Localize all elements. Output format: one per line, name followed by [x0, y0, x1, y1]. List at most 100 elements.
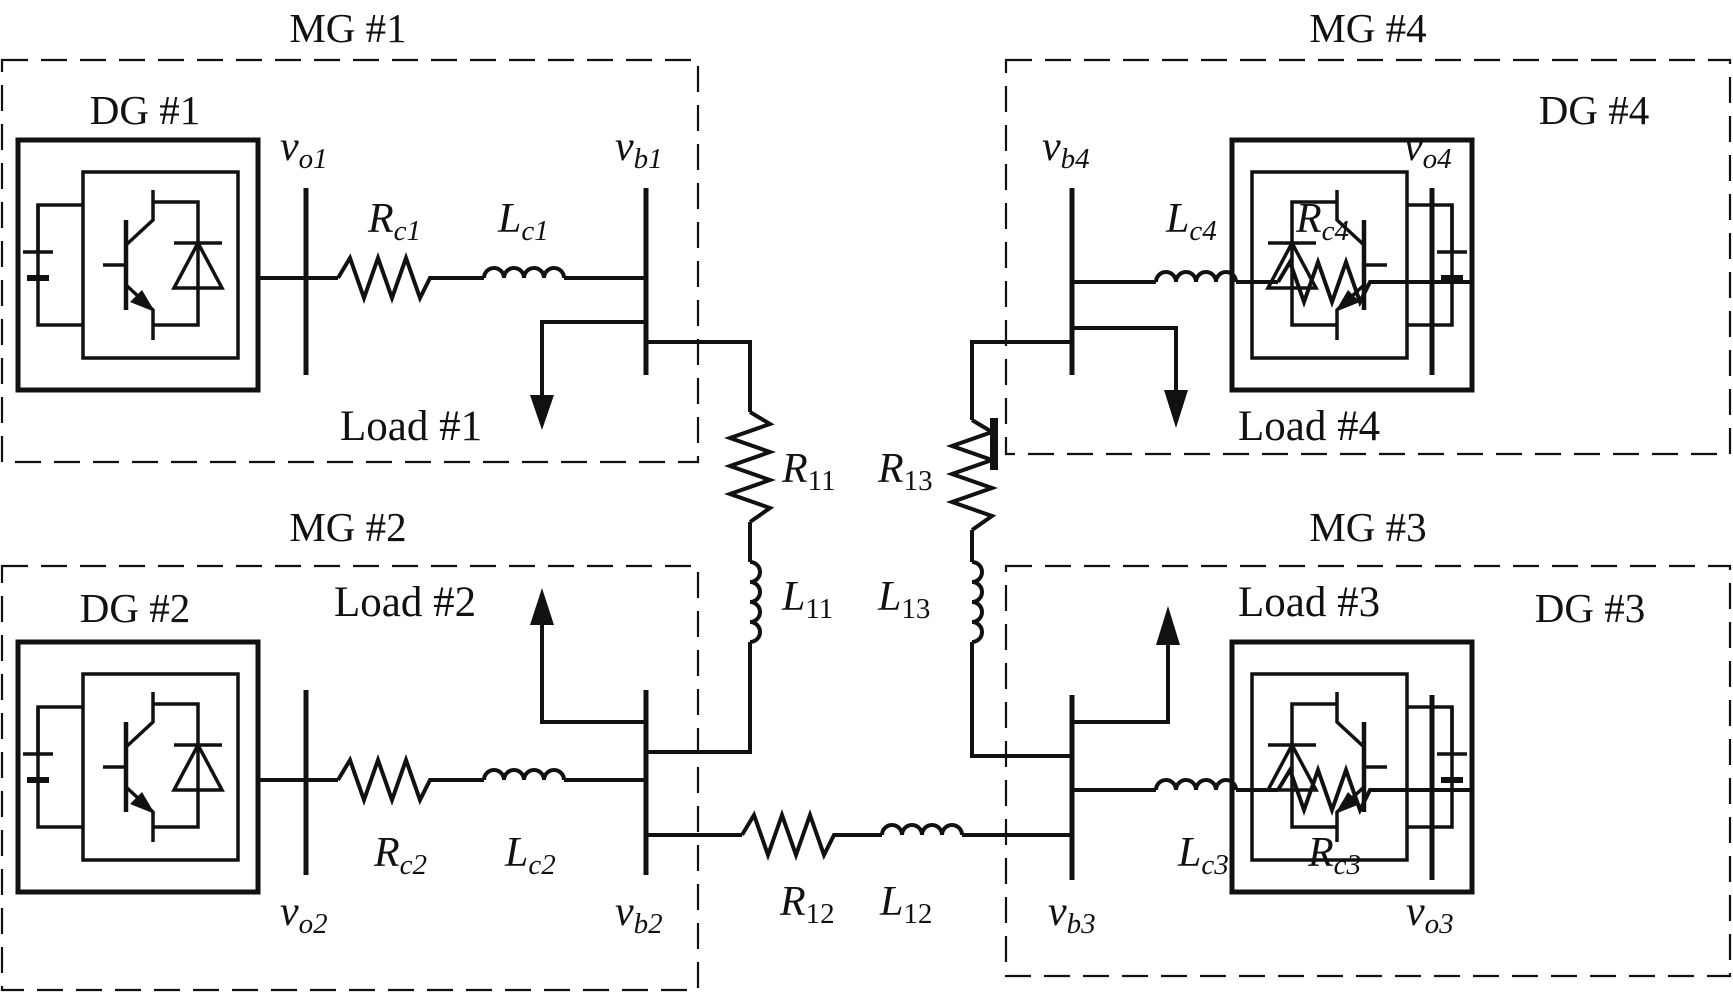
lc4-inductor-icon — [1154, 270, 1238, 284]
vb1-symbol: v — [615, 124, 634, 170]
svg-text:vb4: vb4 — [1042, 124, 1090, 175]
load3-label: Load #3 — [1238, 579, 1380, 626]
mg4-boundary — [1004, 58, 1732, 456]
dg1-label: DG #1 — [90, 87, 200, 133]
lc4-symbol: L — [1165, 196, 1189, 242]
r12-resistor-icon — [740, 813, 844, 857]
vb4-symbol: v — [1042, 124, 1061, 170]
r11-resistor-icon — [728, 410, 772, 524]
vb2-symbol: v — [615, 889, 634, 935]
svg-text:R13: R13 — [877, 446, 933, 497]
l12-subscript: 12 — [903, 898, 932, 930]
dg4-inverter-icon — [1232, 140, 1472, 390]
l13-inductor-icon — [970, 560, 984, 644]
svg-text:R11: R11 — [781, 446, 836, 497]
rc4-symbol: R — [1295, 196, 1322, 242]
vo4-symbol: v — [1404, 124, 1423, 170]
r12-subscript: 12 — [806, 898, 835, 930]
rc3-symbol: R — [1307, 830, 1334, 876]
r11-subscript: 11 — [808, 465, 836, 497]
vb4-subscript: b4 — [1061, 143, 1090, 175]
rc1-subscript: c1 — [394, 215, 421, 247]
l13-subscript: 13 — [901, 593, 930, 625]
svg-text:L13: L13 — [877, 574, 930, 625]
vb3-symbol: v — [1048, 889, 1067, 935]
svg-text:Lc4: Lc4 — [1165, 196, 1217, 247]
load1-arrow-icon — [530, 395, 554, 430]
rc2-subscript: c2 — [400, 849, 427, 881]
rc3-subscript: c3 — [1334, 849, 1361, 881]
line-12: R12 L12 — [646, 813, 1072, 930]
svg-text:Lc3: Lc3 — [1177, 830, 1229, 881]
svg-text:vo1: vo1 — [280, 124, 328, 175]
lc3-inductor-icon — [1154, 778, 1238, 792]
vo4-subscript: o4 — [1423, 143, 1452, 175]
lc1-symbol: L — [497, 196, 521, 242]
r12-symbol: R — [779, 879, 806, 925]
dg3-label: DG #3 — [1535, 585, 1645, 631]
l12-symbol: L — [879, 879, 903, 925]
line-11: R11 L11 — [646, 340, 836, 754]
mg1-title: MG #1 — [289, 5, 406, 51]
lc2-inductor-icon — [482, 768, 566, 782]
r13-resistor-icon — [950, 418, 994, 532]
vo1-symbol: v — [280, 124, 299, 170]
mg1-boundary — [0, 58, 700, 464]
svg-text:vo3: vo3 — [1406, 889, 1454, 940]
load4-label: Load #4 — [1238, 403, 1380, 450]
vb2-subscript: b2 — [634, 908, 663, 940]
svg-text:vb2: vb2 — [615, 889, 663, 940]
vo2-subscript: o2 — [299, 908, 328, 940]
l11-subscript: 11 — [805, 593, 833, 625]
load3-arrow-icon — [1156, 606, 1180, 645]
dg2-inverter-icon — [18, 642, 258, 892]
lc4-subscript: c4 — [1189, 215, 1216, 247]
svg-text:R12: R12 — [779, 879, 835, 930]
svg-text:L11: L11 — [781, 574, 833, 625]
rc1-symbol: R — [367, 196, 394, 242]
svg-text:Lc1: Lc1 — [497, 196, 549, 247]
svg-text:Rc2: Rc2 — [373, 830, 427, 881]
l13-symbol: L — [877, 574, 901, 620]
vo2-symbol: v — [280, 889, 299, 935]
load1-label: Load #1 — [340, 403, 482, 450]
load4-arrow-icon — [1164, 390, 1188, 428]
svg-text:Rc3: Rc3 — [1307, 830, 1361, 881]
r13-subscript: 13 — [904, 465, 933, 497]
vo1-subscript: o1 — [299, 143, 328, 175]
rc2-resistor-icon — [336, 758, 440, 802]
microgrid-1: MG #1 DG #1 Load #1 vo1 vb1 Rc1 Lc1 — [0, 5, 700, 464]
lc1-subscript: c1 — [521, 215, 548, 247]
load2-arrow-icon — [530, 588, 554, 625]
svg-text:Rc4: Rc4 — [1295, 196, 1349, 247]
svg-text:Lc2: Lc2 — [504, 830, 556, 881]
svg-text:vb1: vb1 — [615, 124, 663, 175]
l11-inductor-icon — [748, 560, 762, 644]
svg-text:vb3: vb3 — [1048, 889, 1096, 940]
rc1-resistor-icon — [336, 256, 440, 300]
load2-label: Load #2 — [334, 579, 476, 626]
vb1-subscript: b1 — [634, 143, 663, 175]
dg4-label: DG #4 — [1539, 87, 1649, 133]
lc1-inductor-icon — [482, 266, 566, 280]
lc2-subscript: c2 — [528, 849, 555, 881]
vo3-subscript: o3 — [1425, 908, 1454, 940]
mg3-boundary — [1004, 564, 1732, 978]
rc2-symbol: R — [373, 830, 400, 876]
microgrid-3: MG #3 DG #3 Load #3 vo3 vb3 Rc3 Lc3 — [1004, 504, 1732, 978]
svg-text:vo2: vo2 — [280, 889, 328, 940]
r13-symbol: R — [877, 446, 904, 492]
vo3-symbol: v — [1406, 889, 1425, 935]
l12-inductor-icon — [880, 823, 964, 837]
dg1-inverter-icon — [18, 140, 258, 390]
svg-text:Rc1: Rc1 — [367, 196, 421, 247]
svg-text:L12: L12 — [879, 879, 932, 930]
microgrid-2: MG #2 DG #2 Load #2 vo2 vb2 Rc2 Lc2 — [0, 504, 700, 992]
r11-symbol: R — [781, 446, 808, 492]
lc2-symbol: L — [504, 830, 528, 876]
mg2-boundary — [0, 564, 700, 992]
microgrid-4: MG #4 DG #4 Load #4 vo4 vb4 Rc4 Lc4 — [1004, 5, 1732, 456]
dg2-label: DG #2 — [80, 585, 190, 631]
l11-symbol: L — [781, 574, 805, 620]
